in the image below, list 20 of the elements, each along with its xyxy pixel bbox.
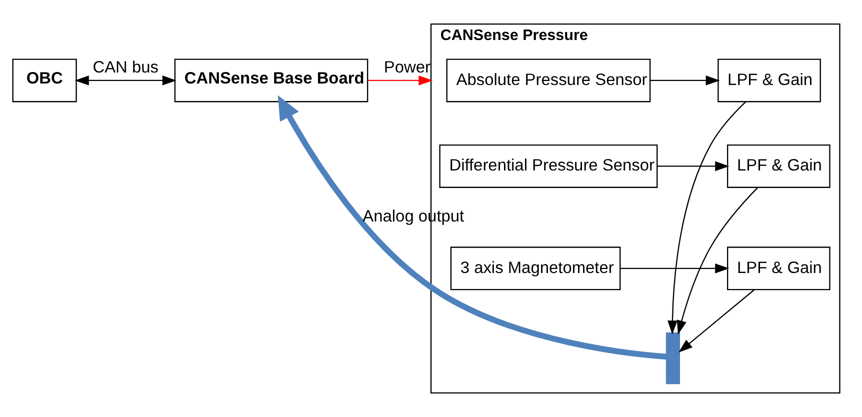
edge-label: CAN bus [92,58,159,76]
node-box: Absolute Pressure Sensor [446,58,651,102]
arrow [657,161,730,172]
arrow [620,263,730,274]
node-bar [666,332,680,384]
node-box: CANSense Base Board [174,58,368,102]
arrow [668,101,746,335]
arrow [74,76,176,86]
arrow [368,76,433,86]
arrow [678,289,755,352]
node-box: LPF & Gain [718,58,821,102]
node-box: OBC [12,58,77,102]
edge-label: Power [384,58,431,76]
arrow [278,95,667,360]
node-box: Differential Pressure Sensor [439,144,658,188]
node-box: 3 axis Magnetometer [450,246,621,290]
node-box: LPF & Gain [726,144,830,188]
arrow [650,76,720,86]
node-box: LPF & Gain [726,246,830,290]
arrow [676,187,758,335]
